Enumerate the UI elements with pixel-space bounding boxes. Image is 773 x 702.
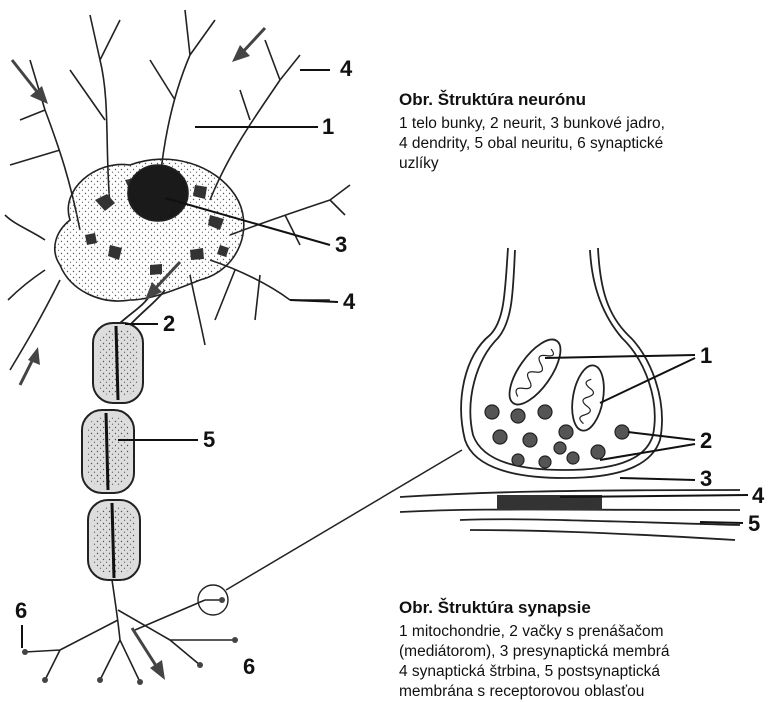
synapse-leader-lines — [545, 355, 748, 523]
synapse-caption-line: membrána s receptorovou oblasťou — [399, 682, 773, 702]
synapse-caption-line: 4 synaptická štrbina, 5 postsynaptická — [399, 662, 773, 682]
synapse-label-5-postsynaptic-membrane: 5 — [748, 513, 760, 535]
neuron-caption-line: 4 dendrity, 5 obal neuritu, 6 synaptické — [399, 134, 773, 154]
synapse-caption-line: (mediátorom), 3 presynaptická membrá — [399, 642, 773, 662]
neuron-label-2-axon: 2 — [163, 313, 175, 335]
neuron-label-4-dendrites-top: 4 — [340, 58, 352, 80]
neuron-label-6-knob-right: 6 — [243, 656, 255, 678]
neuron-label-4-dendrites-bottom: 4 — [343, 291, 355, 313]
zoom-line — [226, 450, 462, 590]
neuron-label-3-nucleus: 3 — [335, 234, 347, 256]
neuron-label-1-cell-body: 1 — [322, 116, 334, 138]
synapse-label-3-presynaptic-membrane: 3 — [700, 468, 712, 490]
neuron-caption-body: 1 telo bunky, 2 neurit, 3 bunkové jadro,… — [399, 114, 773, 174]
synapse-caption-line: 1 mitochondrie, 2 vačky s prenášačom — [399, 622, 773, 642]
neuron-caption-title: Obr. Štruktúra neurónu — [399, 90, 586, 110]
synapse-label-4-cleft: 4 — [752, 485, 764, 507]
neuron-leader-lines — [22, 70, 338, 648]
neuron-drawing — [5, 10, 350, 685]
synapse-caption-title: Obr. Štruktúra synapsie — [399, 598, 591, 618]
synapse-label-1-mitochondria: 1 — [700, 345, 712, 367]
neuron-caption-line: 1 telo bunky, 2 neurit, 3 bunkové jadro, — [399, 114, 773, 134]
neuron-label-6-knob-left: 6 — [15, 600, 27, 622]
synapse-label-2-vesicles: 2 — [700, 430, 712, 452]
synapse-caption-body: 1 mitochondrie, 2 vačky s prenášačom (me… — [399, 622, 773, 702]
neuron-label-5-myelin-sheath: 5 — [203, 429, 215, 451]
neuron-caption-line: uzlíky — [399, 154, 773, 174]
